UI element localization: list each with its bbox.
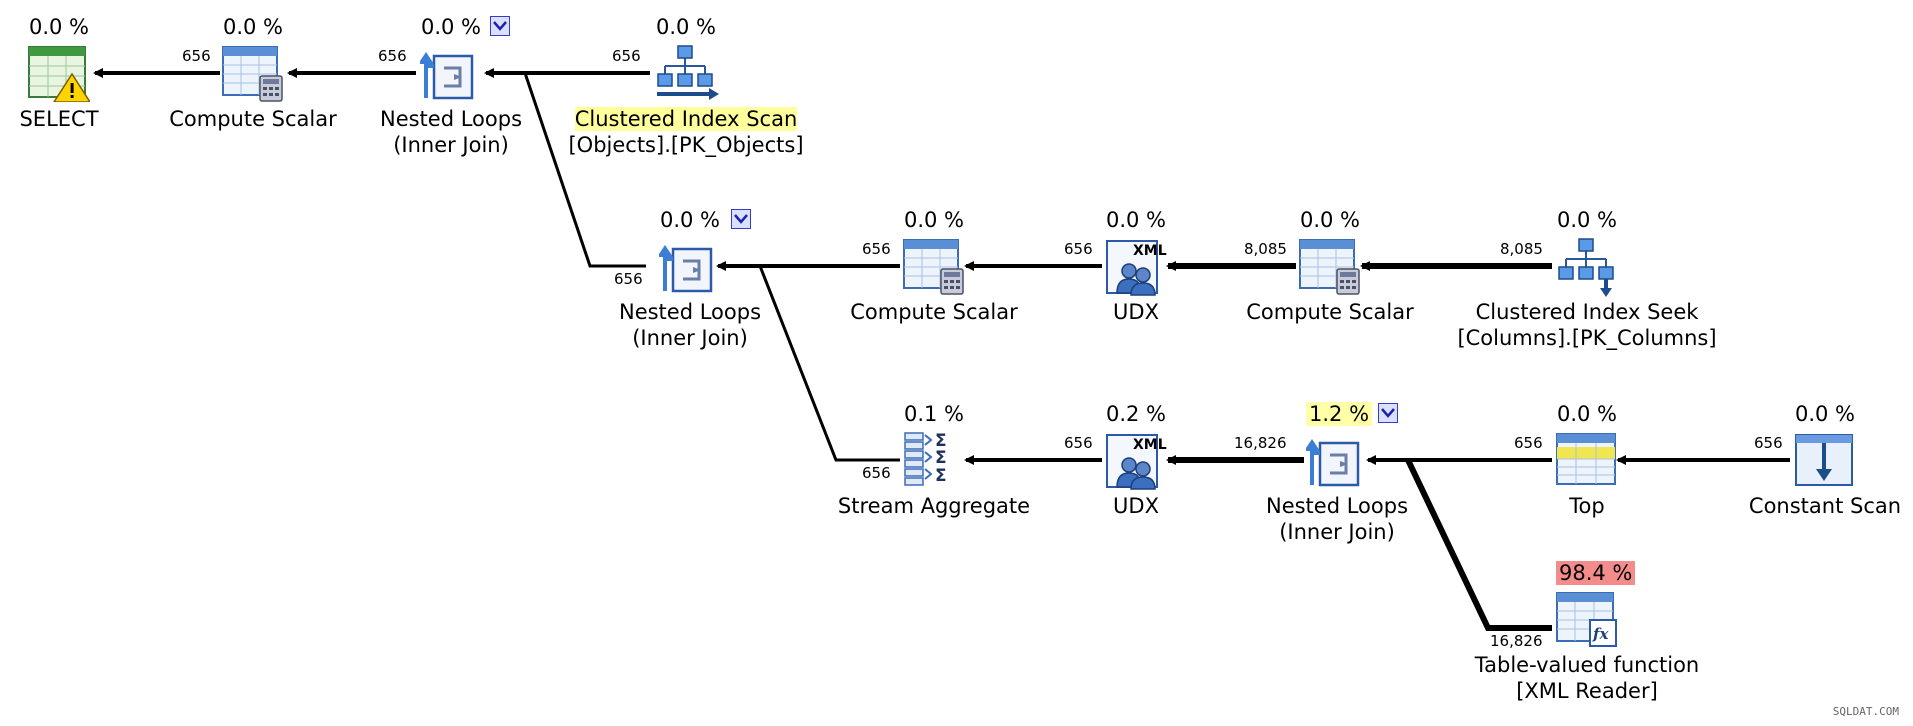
clustered-index-seek-icon — [1556, 237, 1620, 301]
operator-label: Compute Scalar — [169, 107, 337, 131]
edge-agg-to-nl2[interactable] — [758, 265, 900, 462]
edge-rowcount: 16,826 — [1490, 632, 1543, 650]
edge-rowcount: 8,085 — [1500, 240, 1543, 258]
operator-label: Compute Scalar — [1246, 300, 1414, 324]
operator-label: Nested Loops — [379, 107, 523, 131]
operator-label: Nested Loops — [618, 300, 762, 324]
svg-text:XML: XML — [1133, 437, 1167, 453]
nested-loops-icon — [657, 239, 715, 299]
operator-sublabel: (Inner Join) — [632, 326, 748, 350]
operator-constant-scan[interactable]: 0.0 % Constant Scan — [1749, 401, 1901, 526]
operator-label: UDX — [1113, 494, 1159, 518]
nested-loops-icon — [1304, 433, 1362, 493]
operator-sublabel: [Columns].[PK_Columns] — [1457, 326, 1717, 350]
udx-xml-icon: XML — [1105, 431, 1169, 495]
edge-nl2-to-nl1[interactable] — [523, 72, 646, 268]
parallel-dropdown-icon[interactable] — [490, 16, 510, 36]
operator-label: Top — [1569, 494, 1605, 518]
cost-percent: 1.2 % — [1306, 401, 1373, 427]
operator-nested-loops[interactable]: 0.0 % Nested Loops (Inner Join) — [380, 14, 522, 164]
svg-text:Σ: Σ — [935, 448, 947, 468]
parallel-dropdown-icon[interactable] — [731, 209, 751, 229]
compute-scalar-icon — [1299, 239, 1361, 299]
edge-rowcount: 656 — [378, 47, 407, 65]
cost-percent: 0.0 % — [659, 208, 721, 232]
edge-rowcount: 656 — [614, 270, 643, 288]
operator-sublabel: (Inner Join) — [393, 133, 509, 157]
operator-nested-loops[interactable]: 1.2 % Nested Loops (Inner Join) — [1266, 401, 1408, 551]
cost-percent: 0.0 % — [1299, 208, 1361, 232]
constant-scan-icon — [1794, 433, 1856, 493]
operator-clustered-index-scan[interactable]: 0.0 % Clustered Index Scan [Objects].[PK… — [568, 14, 803, 164]
operator-label: Constant Scan — [1748, 494, 1902, 518]
edge-rowcount: 656 — [182, 47, 211, 65]
select-warning-icon — [28, 46, 92, 106]
cost-percent: 0.2 % — [1105, 402, 1167, 426]
edge-rowcount: 656 — [1754, 434, 1783, 452]
edge-rowcount: 656 — [612, 47, 641, 65]
operator-compute-scalar[interactable]: 0.0 % Compute Scalar — [169, 14, 337, 139]
edge-rowcount: 656 — [1514, 434, 1543, 452]
operator-select[interactable]: 0.0 % SELECT — [19, 14, 98, 139]
svg-text:Σ: Σ — [935, 466, 947, 486]
svg-text:fx: fx — [1592, 625, 1609, 643]
clustered-index-scan-icon — [655, 44, 719, 106]
edge-rowcount: 16,826 — [1234, 434, 1287, 452]
cost-percent: 0.0 % — [420, 15, 482, 39]
operator-label: Clustered Index Scan — [574, 107, 798, 131]
edge-rowcount: 656 — [862, 464, 891, 482]
operator-sublabel: (Inner Join) — [1279, 520, 1395, 544]
edge-rowcount: 656 — [1064, 240, 1093, 258]
top-icon — [1556, 433, 1618, 493]
operator-clustered-index-seek[interactable]: 0.0 % Clustered Index Seek [Columns].[PK… — [1457, 207, 1716, 357]
cost-percent: 0.0 % — [1556, 402, 1618, 426]
operator-table-valued-function[interactable]: 98.4 % fx Table-valued function [XML Rea… — [1475, 560, 1699, 710]
operator-label: Clustered Index Seek — [1475, 300, 1699, 324]
operator-udx[interactable]: 0.0 % XML UDX — [1105, 207, 1167, 332]
operator-udx[interactable]: 0.2 % XML UDX — [1105, 401, 1167, 526]
nested-loops-icon — [418, 46, 476, 106]
operator-sublabel: [Objects].[PK_Objects] — [568, 133, 804, 157]
svg-text:Σ: Σ — [935, 431, 947, 451]
parallel-dropdown-icon[interactable] — [1378, 403, 1398, 423]
operator-label: Compute Scalar — [850, 300, 1018, 324]
operator-top[interactable]: 0.0 % Top — [1556, 401, 1618, 526]
edge-rowcount: 656 — [1064, 434, 1093, 452]
cost-percent: 0.0 % — [1556, 208, 1618, 232]
cost-percent: 0.0 % — [1794, 402, 1856, 426]
cost-percent: 0.0 % — [655, 15, 717, 39]
svg-text:XML: XML — [1133, 243, 1167, 259]
operator-compute-scalar[interactable]: 0.0 % Compute Scalar — [1246, 207, 1414, 332]
cost-percent: 0.0 % — [1105, 208, 1167, 232]
operator-label: SELECT — [19, 107, 99, 131]
operator-label: Stream Aggregate — [837, 494, 1031, 518]
edge-rowcount: 8,085 — [1244, 240, 1287, 258]
operator-label: Table-valued function — [1474, 653, 1700, 677]
table-valued-function-icon: fx — [1556, 592, 1618, 652]
operator-sublabel: [XML Reader] — [1516, 679, 1658, 703]
cost-percent: 0.0 % — [28, 15, 90, 39]
operator-label: UDX — [1113, 300, 1159, 324]
operator-compute-scalar[interactable]: 0.0 % Compute Scalar — [850, 207, 1018, 332]
edge-rowcount: 656 — [862, 240, 891, 258]
operator-label: Nested Loops — [1265, 494, 1409, 518]
compute-scalar-icon — [222, 46, 284, 106]
watermark: SQLDAT.COM — [1832, 705, 1899, 718]
edge-tvf-to-nl3[interactable] — [1405, 458, 1552, 631]
compute-scalar-icon — [903, 239, 965, 299]
cost-percent: 0.0 % — [903, 208, 965, 232]
udx-xml-icon: XML — [1105, 237, 1169, 301]
cost-percent: 0.0 % — [222, 15, 284, 39]
cost-percent: 98.4 % — [1556, 560, 1636, 586]
cost-percent: 0.1 % — [903, 402, 965, 426]
operator-nested-loops[interactable]: 0.0 % Nested Loops (Inner Join) — [619, 207, 761, 357]
